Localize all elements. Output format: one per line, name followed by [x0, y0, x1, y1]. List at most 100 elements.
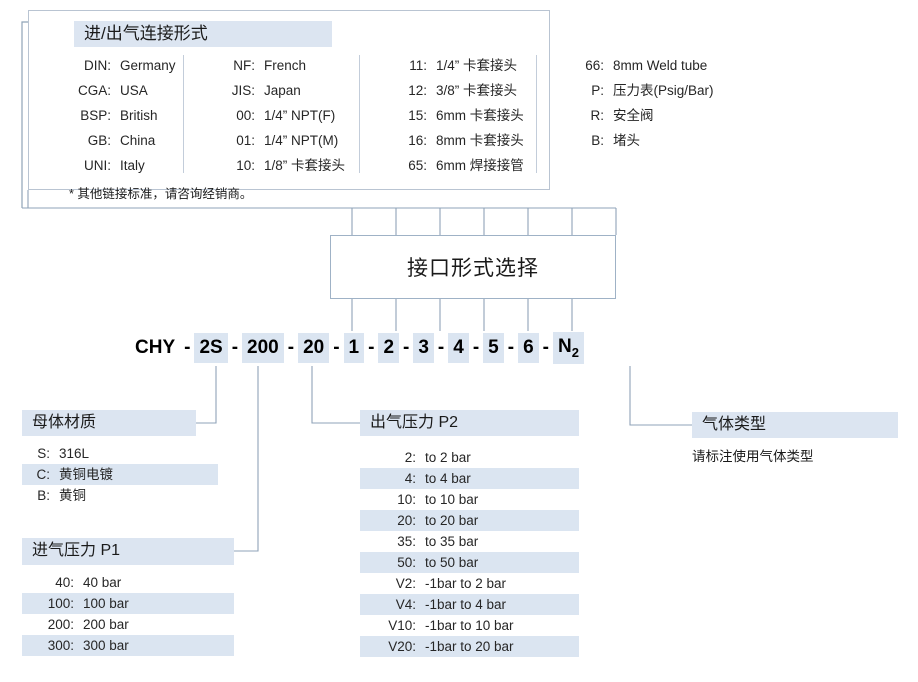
gas-type-note: 请标注使用气体类型: [692, 449, 814, 464]
connection-desc: 1/4” NPT(F): [264, 108, 336, 123]
outlet-pressure-desc: -1bar to 10 bar: [425, 618, 514, 633]
connection-code: 65:: [408, 158, 427, 173]
gas-subscript: 2: [571, 344, 579, 360]
outlet-pressure-code: 20:: [397, 513, 416, 528]
selector-comb-top: [22, 207, 617, 235]
outlet-pressure-desc: to 50 bar: [425, 555, 479, 570]
connection-desc: Italy: [120, 158, 145, 173]
code-segment-gas-type: N2: [552, 332, 584, 364]
outlet-pressure-row: 4: to 4 bar: [360, 468, 579, 489]
outlet-pressure-code: 10:: [397, 492, 416, 507]
inlet-pressure-code: 200:: [47, 617, 74, 632]
material-section-list: S: 316L C: 黄铜电镀 B: 黄铜: [22, 443, 218, 506]
connection-item: B: 堵头: [582, 128, 714, 153]
inlet-pressure-code: 300:: [47, 638, 74, 653]
connection-item: 16: 8mm 卡套接头: [405, 128, 524, 153]
code-separator: -: [184, 337, 191, 358]
inlet-pressure-desc: 200 bar: [83, 617, 129, 632]
material-desc: 黄铜电镀: [59, 467, 113, 482]
code-separator: -: [231, 337, 239, 358]
inlet-pressure-desc: 40 bar: [83, 575, 122, 590]
connection-item: P: 压力表(Psig/Bar): [582, 78, 714, 103]
code-segment-port-4: 4: [448, 333, 469, 363]
connection-code: BSP:: [80, 108, 111, 123]
code-separator: -: [403, 337, 410, 358]
inlet-pressure-desc: 300 bar: [83, 638, 129, 653]
connection-item: NF: French: [229, 53, 345, 78]
connection-code: 01:: [236, 133, 255, 148]
outlet-pressure-desc: to 20 bar: [425, 513, 479, 528]
code-separator: -: [437, 337, 445, 358]
code-separator: -: [542, 337, 549, 358]
code-segment-outlet-pressure: 20: [298, 333, 330, 363]
connection-item: JIS: Japan: [229, 78, 345, 103]
connection-desc: 1/4” NPT(M): [264, 133, 339, 148]
gas-type-section-title: 气体类型: [692, 412, 898, 438]
connection-item: 12: 3/8” 卡套接头: [405, 78, 524, 103]
connection-item: 11: 1/4” 卡套接头: [405, 53, 524, 78]
connection-desc: French: [264, 58, 307, 73]
connection-desc: 3/8” 卡套接头: [436, 83, 518, 98]
outlet-pressure-row: V2: -1bar to 2 bar: [360, 573, 579, 594]
connection-desc: 6mm 卡套接头: [436, 108, 524, 123]
connection-column-3: 11: 1/4” 卡套接头 12: 3/8” 卡套接头 15: 6mm 卡套接头…: [405, 53, 524, 178]
connection-code: DIN:: [84, 58, 111, 73]
inlet-pressure-section-title: 进气压力 P1: [22, 538, 234, 565]
connection-desc: 8mm Weld tube: [613, 58, 708, 73]
connection-desc: Japan: [264, 83, 301, 98]
code-segment-port-2: 2: [378, 333, 400, 363]
connection-desc: Germany: [120, 58, 176, 73]
connection-code: 66:: [585, 58, 604, 73]
code-segment-port-1: 1: [343, 333, 365, 363]
connection-item: DIN: Germany: [69, 53, 176, 78]
connection-desc: 压力表(Psig/Bar): [613, 83, 714, 98]
outlet-pressure-code: V10:: [388, 618, 416, 633]
connection-code: JIS:: [231, 83, 255, 98]
connection-code: 10:: [236, 158, 255, 173]
inlet-pressure-section-list: 40: 40 bar 100: 100 bar 200: 200 bar 300…: [22, 572, 234, 656]
connection-desc: China: [120, 133, 156, 148]
connection-code: 15:: [408, 108, 427, 123]
outlet-pressure-row: 2: to 2 bar: [360, 447, 579, 468]
code-segment-port-5: 5: [483, 333, 504, 363]
code-separator: -: [287, 337, 295, 358]
connection-item: BSP: British: [69, 103, 176, 128]
connection-desc: 堵头: [613, 133, 640, 148]
connection-code: 00:: [236, 108, 255, 123]
outlet-pressure-row: 35: to 35 bar: [360, 531, 579, 552]
model-code-line: CHY - 2S - 200 - 20 - 1 - 2 - 3 - 4 - 5 …: [130, 332, 584, 364]
connection-item: R: 安全阀: [582, 103, 714, 128]
connection-footnote: * 其他链接标准，请咨询经销商。: [69, 187, 253, 201]
outlet-pressure-row: 50: to 50 bar: [360, 552, 579, 573]
inlet-pressure-row: 300: 300 bar: [22, 635, 234, 656]
material-desc: 黄铜: [59, 488, 86, 503]
connection-item: 01: 1/4” NPT(M): [229, 128, 345, 153]
outlet-pressure-section-title: 出气压力 P2: [360, 410, 579, 436]
inlet-pressure-row: 40: 40 bar: [22, 572, 234, 593]
material-row: C: 黄铜电镀: [22, 464, 218, 485]
code-separator: -: [507, 337, 515, 358]
outlet-pressure-desc: -1bar to 4 bar: [425, 597, 507, 612]
connection-code: P:: [591, 83, 604, 98]
connection-desc: 8mm 卡套接头: [436, 133, 524, 148]
code-segment-material: 2S: [194, 333, 228, 363]
outlet-pressure-desc: to 4 bar: [425, 471, 471, 486]
connection-code: CGA:: [77, 83, 111, 98]
connection-item: CGA: USA: [69, 78, 176, 103]
connection-code: UNI:: [84, 158, 111, 173]
outlet-pressure-row: V10: -1bar to 10 bar: [360, 615, 579, 636]
inlet-pressure-desc: 100 bar: [83, 596, 129, 611]
connection-desc: 安全阀: [613, 108, 654, 123]
connection-code: NF:: [233, 58, 255, 73]
connection-column-1: DIN: Germany CGA: USA BSP: British GB: C…: [69, 53, 176, 178]
connection-desc: 1/4” 卡套接头: [436, 58, 518, 73]
column-divider-1: [183, 55, 184, 173]
code-separator: -: [333, 337, 340, 358]
interface-type-selector-box: 接口形式选择: [330, 235, 616, 299]
code-separator: -: [472, 337, 480, 358]
code-separator: -: [368, 337, 375, 358]
outlet-pressure-code: V20:: [388, 639, 416, 654]
outlet-pressure-section-list: 2: to 2 bar 4: to 4 bar 10: to 10 bar 20…: [360, 447, 579, 657]
code-segment-inlet-pressure: 200: [242, 333, 284, 363]
